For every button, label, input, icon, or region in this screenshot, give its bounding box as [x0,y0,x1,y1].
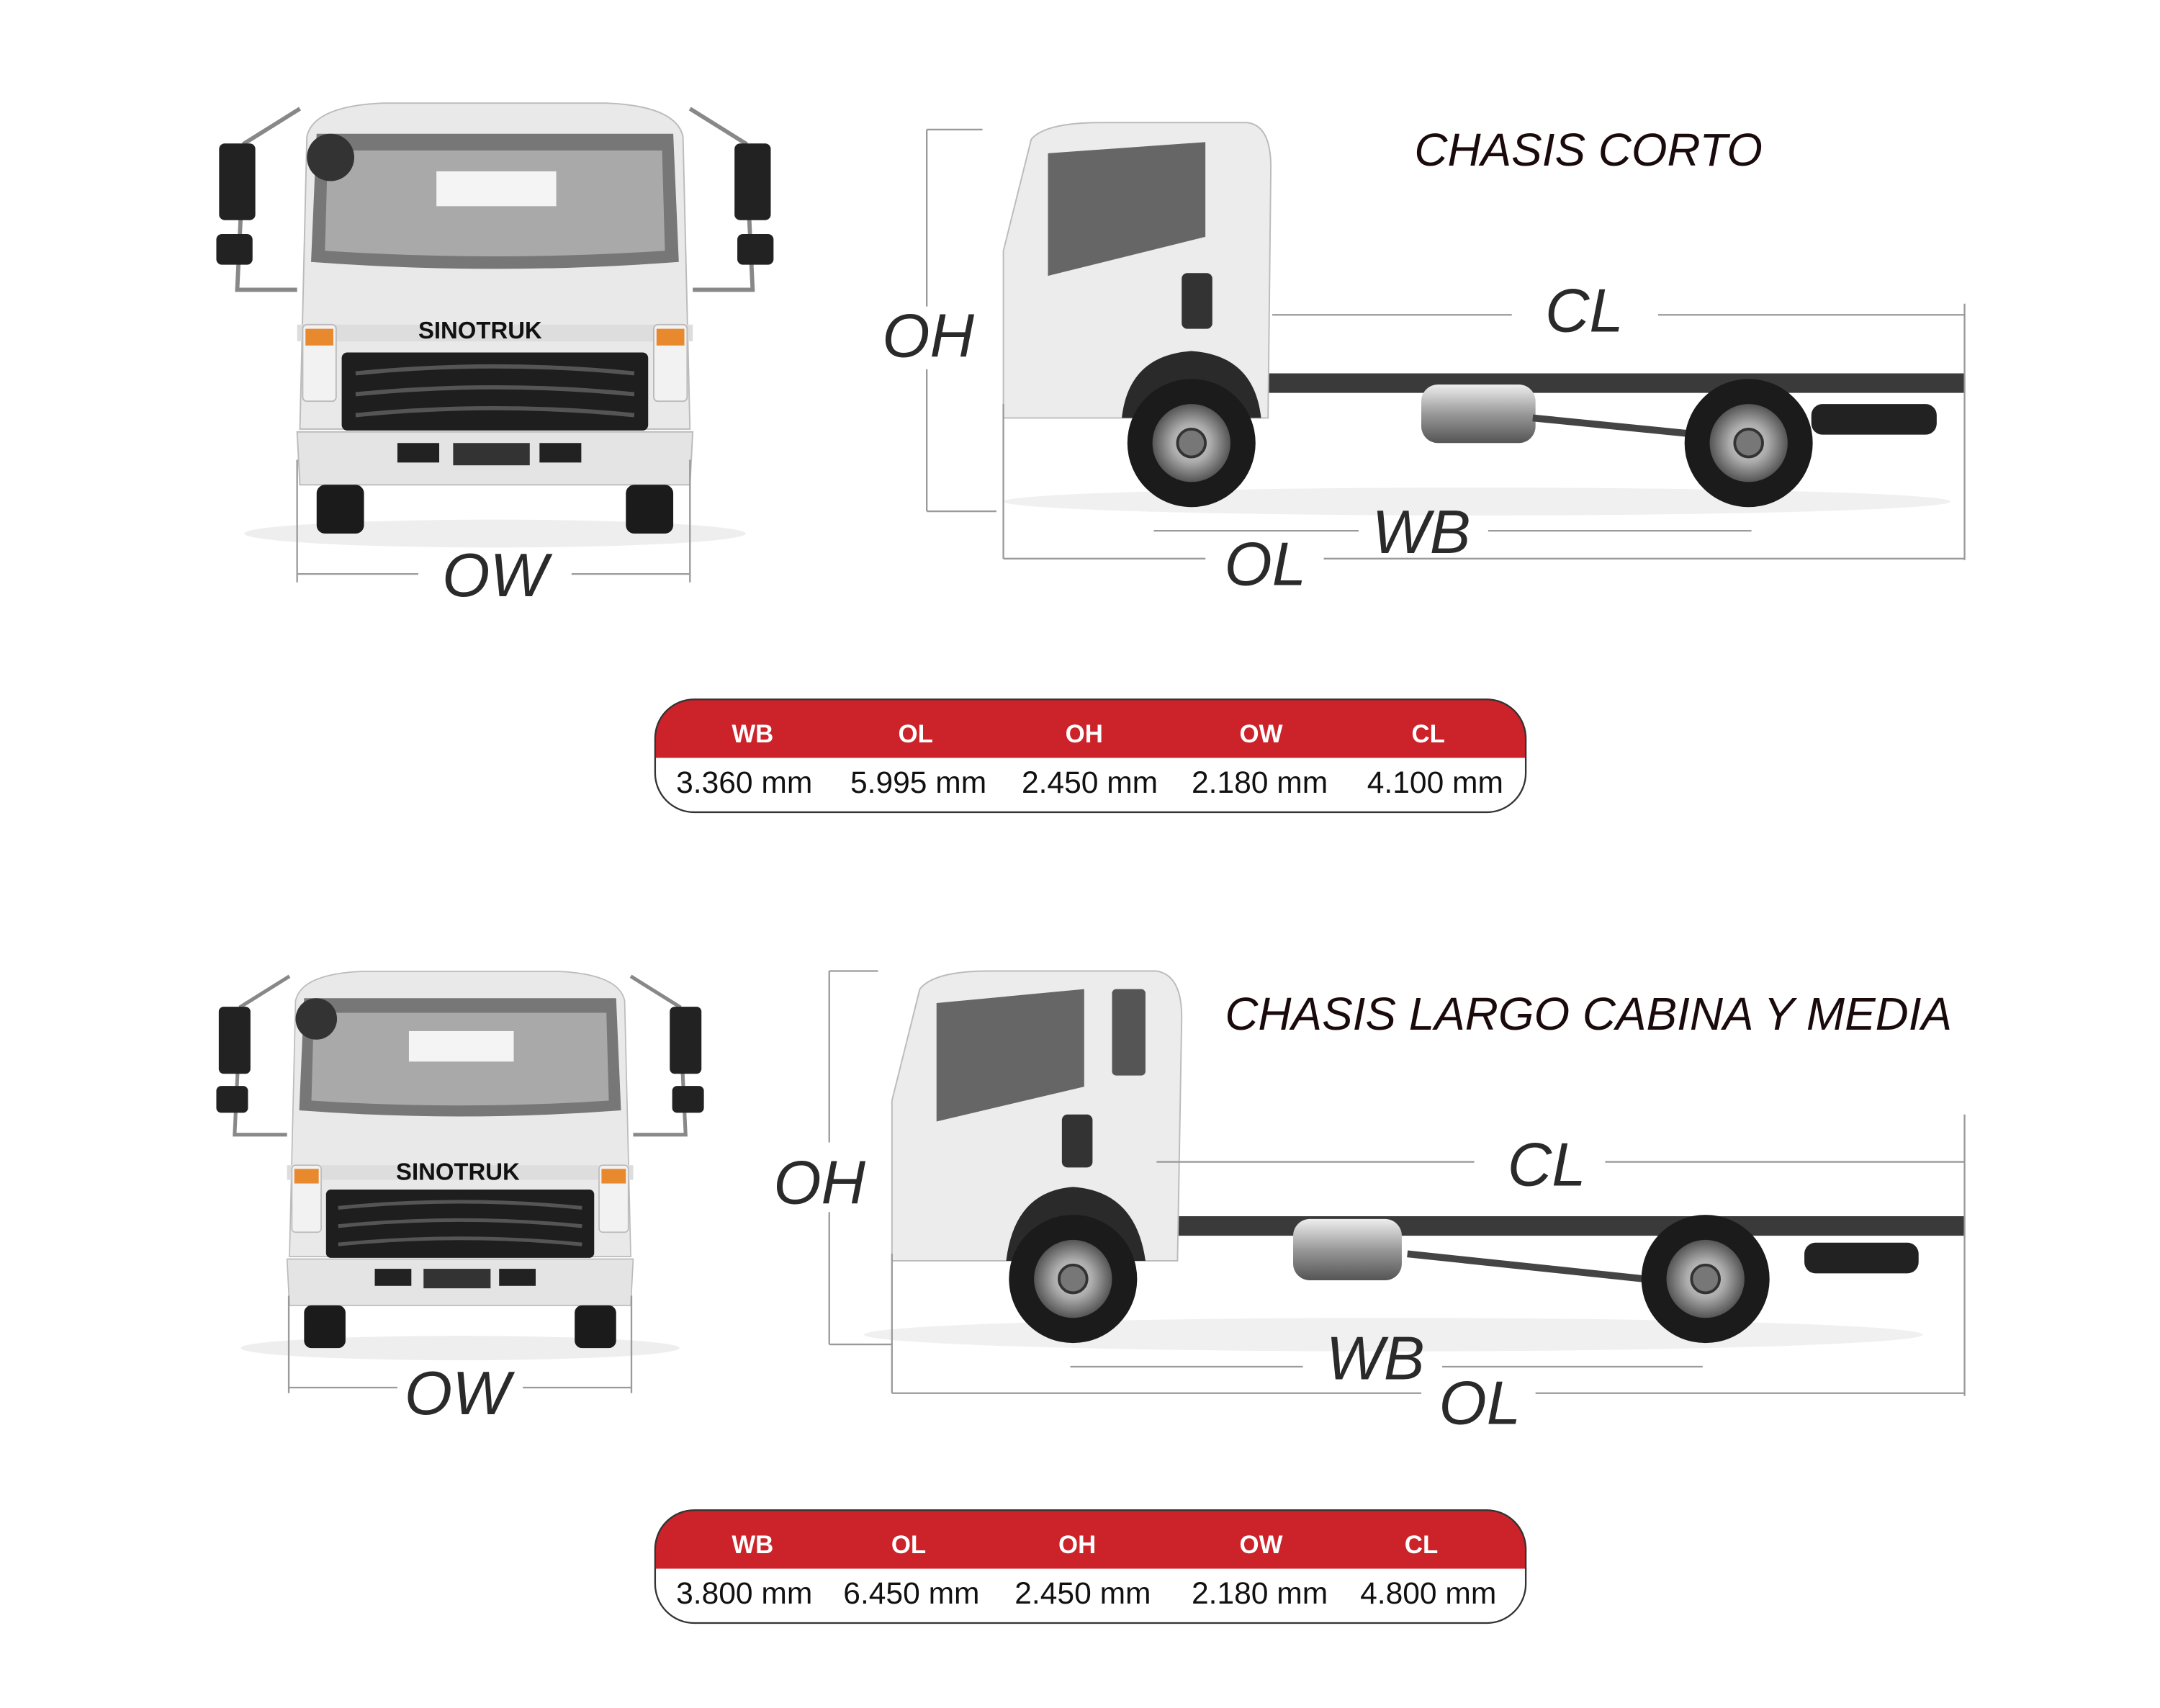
table-header: OH [1066,720,1103,748]
side-view-short [1002,122,1965,516]
ol-label: OL [1439,1369,1521,1437]
table-cell: 4.100 mm [1367,765,1503,800]
table-cell: 3.800 mm [676,1576,812,1611]
brand-name: SINOTRUK [418,317,542,343]
wb-label: WB [1372,498,1470,567]
ol-dimension-short: OL [1002,404,1965,599]
table-header: CL [1411,720,1444,748]
wb-label: WB [1326,1324,1425,1393]
oh-dimension-long: OH [773,970,892,1346]
table-header: WB [732,720,773,748]
oh-dimension-short: OH [882,128,996,513]
ow-label: OW [405,1359,516,1428]
side-view-long [864,970,1965,1352]
ow-dimension-short: OW [296,459,691,610]
table-cell: 2.450 mm [1022,765,1158,800]
table-cell: 4.800 mm [1360,1576,1496,1611]
oh-label: OH [882,302,974,370]
table-cell: 2.180 mm [1192,765,1328,800]
oh-label: OH [773,1149,865,1218]
table-cell: 5.995 mm [850,765,986,800]
table-header: OL [891,1531,926,1559]
table-header: WB [732,1531,773,1559]
front-view-short: SINOTRUK [216,103,773,547]
table-header: OW [1240,720,1283,748]
ol-label: OL [1225,531,1307,599]
table-header: CL [1405,1531,1438,1559]
table-cell: 2.180 mm [1192,1576,1328,1611]
ol-dimension-long: OL [891,1254,1965,1437]
wb-dimension-short: WB [1153,498,1752,567]
cl-label: CL [1508,1131,1586,1199]
table-cell: 3.360 mm [676,765,812,800]
brand-name: SINOTRUK [396,1159,520,1185]
spec-table-short: WB OL OH OW CL 3.360 mm 5.995 mm 2.450 m… [654,698,1527,814]
table-cell: 2.450 mm [1014,1576,1151,1611]
ow-dimension-long: OW [287,1295,633,1428]
table-cell: 6.450 mm [843,1576,979,1611]
spec-table-long: WB OL OH OW CL 3.800 mm 6.450 mm 2.450 m… [654,1509,1527,1624]
wb-dimension-long: WB [1070,1324,1703,1393]
cl-dimension-long: CL [1156,1114,1966,1396]
table-header: OL [899,720,933,748]
front-view-long: SINOTRUK [216,971,703,1360]
config-title-long: CHASIS LARGO CABINA Y MEDIA [1225,988,1952,1040]
cl-label: CL [1545,277,1624,345]
table-header: OW [1240,1531,1283,1559]
config-title-short: CHASIS CORTO [1414,124,1763,176]
cl-dimension-short: CL [1272,277,1966,560]
table-header: OH [1058,1531,1096,1559]
ow-label: OW [442,541,553,610]
